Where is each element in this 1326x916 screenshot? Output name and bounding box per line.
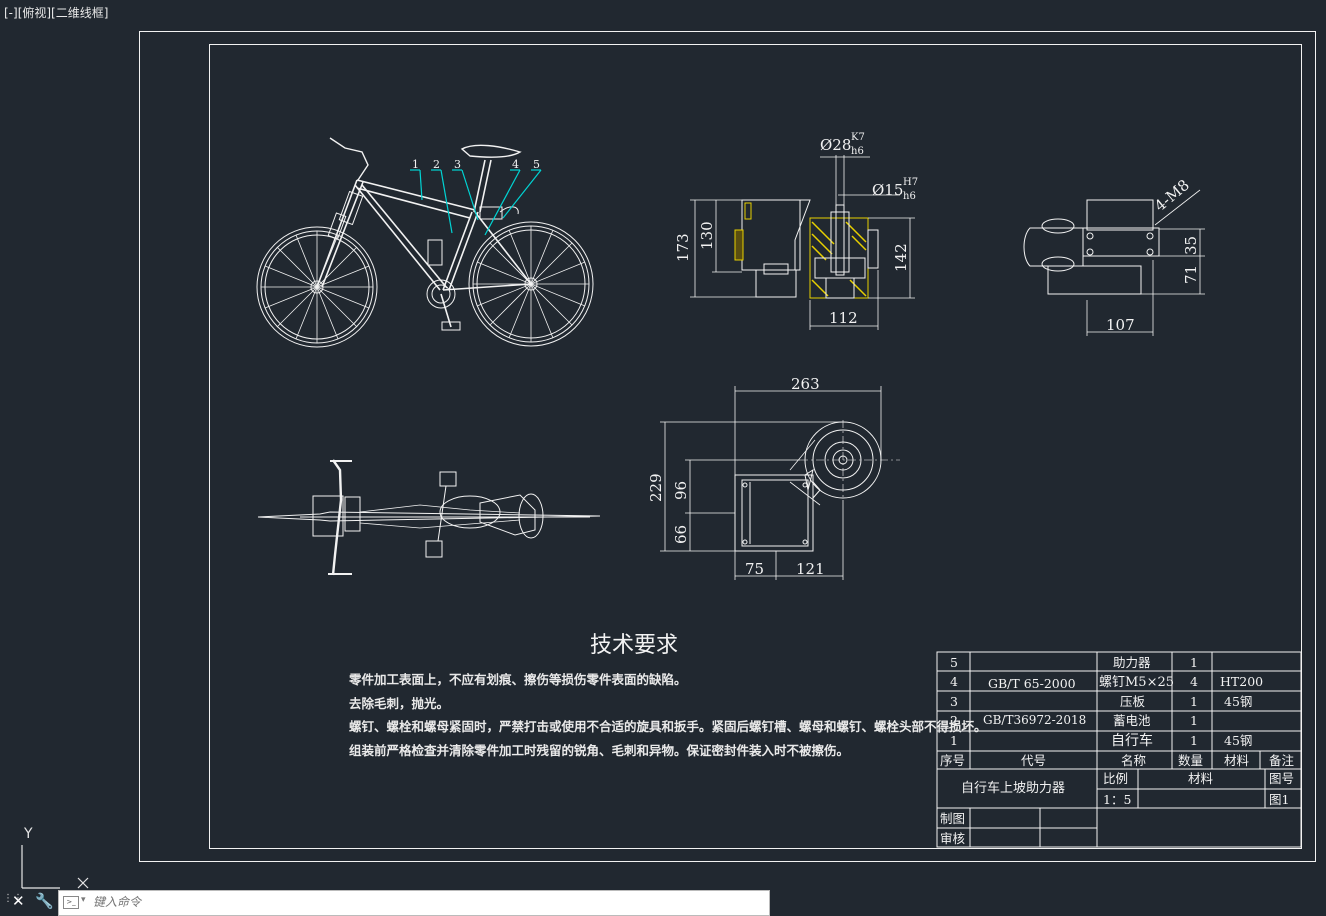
balloon-5: 5 <box>533 158 540 171</box>
wrench-icon[interactable]: 🔧 <box>35 892 54 910</box>
booster-side-view <box>1023 199 1160 295</box>
chevron-down-icon[interactable]: ▾ <box>81 895 86 905</box>
tech-note: 零件加工表面上，不应有划痕、擦伤等损伤零件表面的缺陷。 <box>349 672 687 687</box>
dim-front-173: 173 <box>674 233 692 262</box>
balloon-3: 3 <box>454 158 461 171</box>
header-no: 序号 <box>940 753 965 768</box>
balloon-1: 1 <box>412 158 419 171</box>
row1-qty: 1 <box>1190 733 1198 748</box>
scale-label: 比例 <box>1103 771 1128 786</box>
row4-material: HT200 <box>1220 674 1263 689</box>
row2-code: GB/T36972-2018 <box>983 713 1086 727</box>
dim-top-229: 229 <box>647 473 665 502</box>
row3-name: 压板 <box>1120 694 1146 709</box>
tech-requirements-title: 技术要求 <box>590 633 679 658</box>
row4-qty: 4 <box>1190 674 1198 689</box>
balloon-4: 4 <box>512 158 519 171</box>
dim-top-263: 263 <box>791 375 820 393</box>
tech-note: 去除毛刺，抛光。 <box>349 695 450 711</box>
row1-material: 45钢 <box>1224 733 1252 748</box>
header-note: 备注 <box>1269 753 1295 768</box>
dim-side-35: 35 <box>1182 236 1200 255</box>
row4-code: GB/T 65-2000 <box>988 676 1076 691</box>
row2-no: 2 <box>950 713 958 728</box>
dim-fit-inner: Ø15 <box>872 181 903 199</box>
command-input[interactable] <box>93 893 753 911</box>
row5-no: 5 <box>950 655 958 670</box>
fit-inner-lower: h6 <box>903 191 916 202</box>
fit-outer-lower: h6 <box>851 146 864 157</box>
fit-outer-upper: K7 <box>851 132 865 143</box>
header-qty: 数量 <box>1178 753 1203 768</box>
drawing-no-label: 图号 <box>1269 771 1294 786</box>
command-prompt-icon[interactable]: >_ <box>63 896 79 909</box>
tech-note: 螺钉、螺栓和螺母紧固时，严禁打击或使用不合适的旋具和扳手。紧固后螺钉槽、螺母和螺… <box>349 719 987 734</box>
row2-name: 蓄电池 <box>1113 713 1151 728</box>
row1-name: 自行车 <box>1111 732 1153 749</box>
row3-material: 45钢 <box>1224 694 1252 709</box>
dim-top-96: 96 <box>672 481 690 500</box>
balloon-2: 2 <box>433 158 440 171</box>
tech-requirements-list: 零件加工表面上，不应有划痕、擦伤等损伤零件表面的缺陷。 去除毛刺，抛光。 螺钉、… <box>349 668 987 762</box>
row4-no: 4 <box>950 674 958 689</box>
row5-name: 助力器 <box>1113 655 1151 670</box>
dim-top-66: 66 <box>672 525 690 544</box>
part-balloons <box>410 169 542 236</box>
command-line-bar: ⋮⋮ ✕ 🔧 >_ ▾ <box>0 888 770 916</box>
dim-side-thread: 4-M8 <box>1151 176 1193 215</box>
fit-inner-upper: H7 <box>903 177 918 188</box>
command-input-box[interactable]: >_ ▾ <box>58 890 770 916</box>
row2-qty: 1 <box>1190 713 1198 728</box>
dim-fit-outer: Ø28 <box>820 136 851 154</box>
row3-qty: 1 <box>1190 694 1198 709</box>
front-view-dimensions <box>690 155 915 330</box>
row5-qty: 1 <box>1190 655 1198 670</box>
scale-value: 1：5 <box>1103 792 1131 807</box>
booster-top-view <box>734 420 900 552</box>
dim-front-112: 112 <box>829 309 858 327</box>
dim-side-71: 71 <box>1182 265 1200 284</box>
bicycle-side-view <box>256 137 594 348</box>
drawing-frame <box>209 44 1302 849</box>
dim-top-75: 75 <box>745 560 764 578</box>
ucs-y-label: Y <box>23 826 33 842</box>
viewport-label[interactable]: [-][俯视][二维线框] <box>4 6 109 20</box>
outer-border <box>139 31 1316 862</box>
row4-name: 螺钉M5×25 <box>1099 675 1174 690</box>
drag-handle-icon[interactable]: ⋮⋮ <box>3 893 23 904</box>
bicycle-top-view <box>257 459 601 576</box>
drawn-by-label: 制图 <box>940 811 965 826</box>
dim-front-142: 142 <box>892 243 910 272</box>
side-view-dimensions <box>1086 189 1205 336</box>
drawing-name: 自行车上坡助力器 <box>961 780 1065 796</box>
dim-front-130: 130 <box>698 221 716 250</box>
header-name: 名称 <box>1121 753 1146 768</box>
tech-note: 组装前严格检查并清除零件加工时残留的锐角、毛刺和异物。保证密封件装入时不被擦伤。 <box>349 742 850 758</box>
header-code: 代号 <box>1021 753 1046 768</box>
top-view-dimensions <box>660 386 882 580</box>
row3-no: 3 <box>950 694 958 709</box>
header-material: 材料 <box>1224 753 1250 768</box>
booster-front-view <box>734 199 879 299</box>
drawing-no-value: 图1 <box>1269 792 1289 807</box>
dim-top-121: 121 <box>796 560 825 578</box>
material-label: 材料 <box>1188 771 1214 786</box>
checked-by-label: 审核 <box>940 831 966 846</box>
dim-side-107: 107 <box>1106 316 1135 334</box>
title-block <box>936 651 1302 848</box>
close-icon[interactable]: ✕ <box>12 892 25 910</box>
row1-no: 1 <box>950 733 958 748</box>
ucs-icon <box>21 845 89 889</box>
